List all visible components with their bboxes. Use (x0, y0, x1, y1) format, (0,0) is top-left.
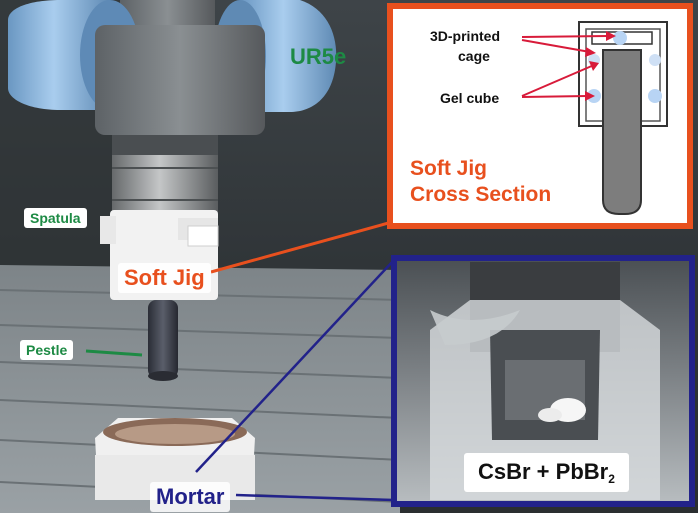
zoom-inset (391, 255, 695, 507)
gel-cube-dot (648, 89, 662, 103)
mortar-label: Mortar (150, 482, 231, 512)
cage-label-line2: cage (458, 48, 490, 64)
cage-label-line1: 3D-printed (430, 28, 500, 44)
mortar-connector-line-lower (235, 493, 395, 502)
pestle-section (602, 49, 642, 215)
gel-cube-label: Gel cube (440, 90, 500, 106)
formula-label: CsBr + PbBr2 (464, 453, 629, 492)
formula-main: CsBr + PbBr (478, 459, 609, 484)
pestle-pointer-line (85, 349, 143, 357)
soft-jig-connector-line (210, 220, 393, 274)
pestle (148, 300, 178, 378)
ur5e-label: UR5e (290, 44, 347, 69)
pestle-label: Pestle (20, 340, 74, 360)
cross-section-title-line2: Cross Section (410, 183, 552, 206)
spatula-label: Spatula (24, 208, 87, 228)
soft-jig-label: Soft Jig (118, 263, 211, 293)
robot-arm (8, 0, 337, 215)
gel-cube-dot (613, 31, 627, 45)
formula-subscript: 2 (608, 472, 615, 486)
cross-section-title-line1: Soft Jig (410, 157, 487, 180)
cross-section-inset (387, 3, 693, 229)
mortar-connector-line-upper (195, 259, 395, 473)
